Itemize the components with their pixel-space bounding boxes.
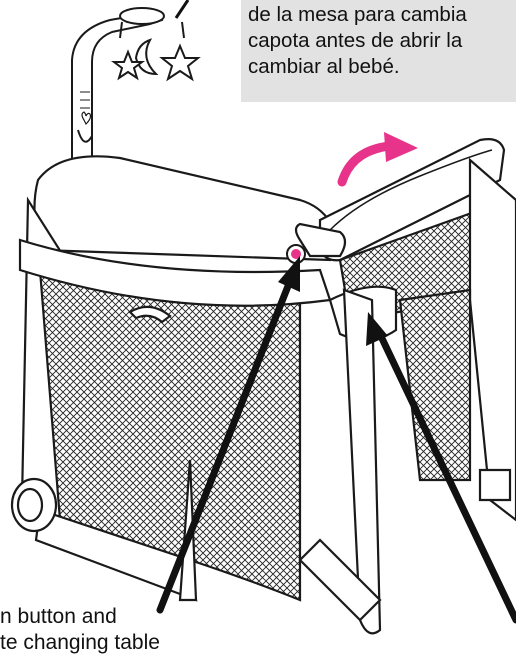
caption-line-2: te changing table (0, 630, 160, 656)
caption-line-1: n button and (0, 604, 160, 630)
instruction-caption: n button and te changing table (0, 604, 160, 656)
callout-pointer-arrow (176, 0, 188, 18)
release-button-icon (287, 245, 305, 263)
mobile-arm (72, 8, 184, 180)
playard-frame (12, 156, 330, 600)
rotate-arrow-icon (342, 132, 418, 182)
changing-table (296, 139, 516, 520)
moon-icon (136, 40, 156, 74)
